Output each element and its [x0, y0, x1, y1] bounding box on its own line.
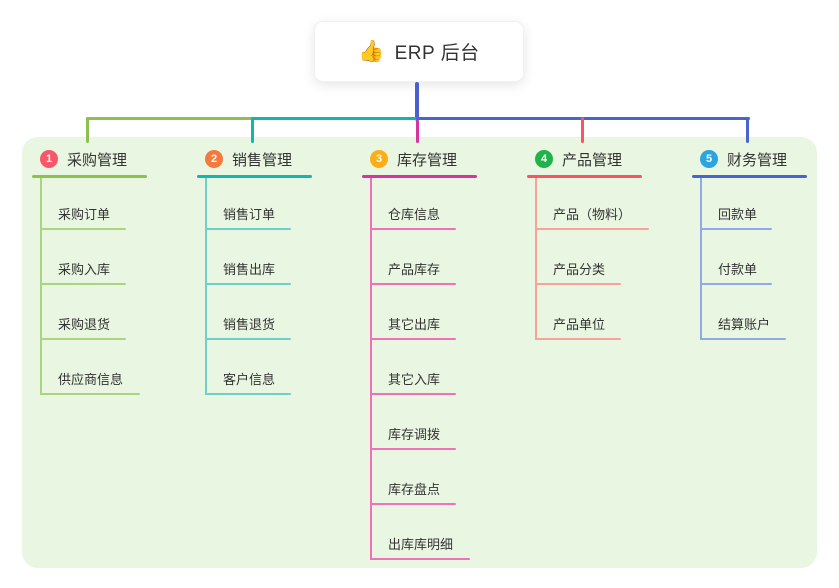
- branch-label: 销售管理: [232, 151, 293, 169]
- branch-label: 财务管理: [727, 151, 788, 169]
- child-underline: [370, 448, 456, 450]
- child-underline: [700, 283, 772, 285]
- child-node[interactable]: 供应商信息: [58, 372, 124, 387]
- child-node[interactable]: 产品单位: [553, 317, 606, 332]
- branch-underline: [32, 175, 147, 178]
- child-node[interactable]: 产品分类: [553, 262, 606, 277]
- child-node[interactable]: 客户信息: [223, 372, 276, 387]
- branch-header[interactable]: 5 财务管理: [700, 148, 787, 170]
- child-underline: [370, 283, 456, 285]
- branch-underline: [527, 175, 642, 178]
- branch-label: 库存管理: [397, 151, 458, 169]
- branch-header[interactable]: 3 库存管理: [370, 148, 457, 170]
- branch-drop-connector: [416, 120, 419, 143]
- branch-header[interactable]: 2 销售管理: [205, 148, 292, 170]
- child-node[interactable]: 其它出库: [388, 317, 441, 332]
- branch-label: 产品管理: [562, 151, 623, 169]
- child-underline: [700, 228, 772, 230]
- child-underline: [40, 228, 126, 230]
- subtree-line: [700, 178, 702, 340]
- branch-number-badge: 3: [370, 150, 388, 168]
- branch-header[interactable]: 1 采购管理: [40, 148, 127, 170]
- child-underline: [40, 338, 126, 340]
- child-node[interactable]: 出库库明细: [388, 537, 454, 552]
- subtree-line: [205, 178, 207, 395]
- child-underline: [40, 393, 140, 395]
- branch-label: 采购管理: [67, 151, 128, 169]
- trunk-connector: [415, 82, 419, 121]
- branch-horizontal-connector: [86, 117, 255, 120]
- child-node[interactable]: 付款单: [718, 262, 758, 277]
- child-underline: [205, 228, 291, 230]
- child-underline: [370, 503, 456, 505]
- child-underline: [370, 338, 456, 340]
- child-node[interactable]: 产品（物料）: [553, 207, 632, 222]
- child-underline: [205, 393, 291, 395]
- child-node[interactable]: 其它入库: [388, 372, 441, 387]
- child-node[interactable]: 采购入库: [58, 262, 111, 277]
- branch-number-badge: 5: [700, 150, 718, 168]
- child-node[interactable]: 采购订单: [58, 207, 111, 222]
- child-node[interactable]: 销售订单: [223, 207, 276, 222]
- child-node[interactable]: 销售出库: [223, 262, 276, 277]
- branch-drop-connector: [581, 117, 584, 143]
- child-underline: [205, 283, 291, 285]
- child-node[interactable]: 采购退货: [58, 317, 111, 332]
- root-node[interactable]: 👍 ERP 后台: [314, 21, 524, 82]
- child-node[interactable]: 库存调拨: [388, 427, 441, 442]
- thumbs-up-icon: 👍: [358, 40, 385, 63]
- child-underline: [535, 283, 621, 285]
- child-node[interactable]: 产品库存: [388, 262, 441, 277]
- branch-underline: [692, 175, 807, 178]
- child-underline: [700, 338, 786, 340]
- subtree-line: [535, 178, 537, 340]
- branches-panel: [22, 137, 817, 568]
- branch-underline: [197, 175, 312, 178]
- child-underline: [370, 558, 470, 560]
- branch-horizontal-connector: [251, 117, 420, 120]
- child-underline: [205, 338, 291, 340]
- branch-drop-connector: [86, 117, 89, 143]
- child-node[interactable]: 库存盘点: [388, 482, 441, 497]
- branch-underline: [362, 175, 477, 178]
- child-node[interactable]: 销售退货: [223, 317, 276, 332]
- child-underline: [535, 338, 621, 340]
- branch-header[interactable]: 4 产品管理: [535, 148, 622, 170]
- child-underline: [40, 283, 126, 285]
- subtree-line: [40, 178, 42, 395]
- child-node[interactable]: 结算账户: [718, 317, 771, 332]
- child-node[interactable]: 回款单: [718, 207, 758, 222]
- branch-number-badge: 4: [535, 150, 553, 168]
- child-underline: [370, 393, 456, 395]
- child-underline: [370, 228, 456, 230]
- root-label: ERP 后台: [394, 43, 480, 64]
- child-underline: [535, 228, 649, 230]
- branch-number-badge: 1: [40, 150, 58, 168]
- branch-drop-connector: [746, 117, 749, 143]
- child-node[interactable]: 仓库信息: [388, 207, 441, 222]
- branch-drop-connector: [251, 117, 254, 143]
- subtree-line: [370, 178, 372, 560]
- branch-number-badge: 2: [205, 150, 223, 168]
